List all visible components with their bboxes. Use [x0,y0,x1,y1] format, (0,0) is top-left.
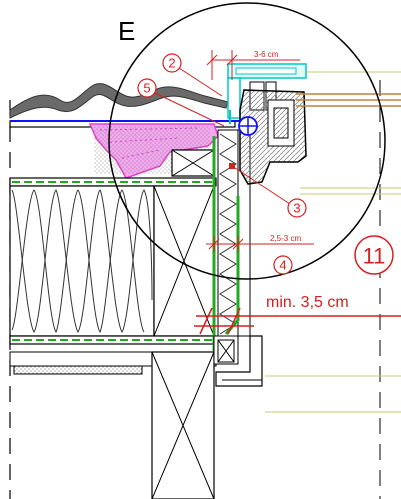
callout-5: 5 [143,81,150,96]
callout-2-circle [162,53,182,73]
insulation-loops [11,189,153,333]
detail-circle [108,2,386,280]
callout-3: 3 [293,201,300,216]
callout-4-circle [273,255,293,275]
insulation-bay [9,185,155,337]
lower-cladding [215,335,263,387]
dimension-mid-label: 2,5-3 cm [270,234,301,243]
callout-2: 2 [168,56,175,71]
plaster-layer [13,365,143,375]
fastener-symbol [238,116,258,136]
dimension-overlap-label: min. 3,5 cm [266,294,349,311]
detail-letter: E [118,16,135,46]
dimension-overlap [194,307,401,335]
callout-3-circle [287,198,307,218]
dimension-top [206,50,300,80]
callout-5-circle [137,78,157,98]
glazing [296,93,401,107]
roof-tile [9,83,229,119]
callout-4: 4 [279,258,286,273]
detail-number: 11 [363,244,386,269]
detail-number-circle [354,235,394,275]
dimension-top-label: 3-6 cm [254,50,279,59]
dimension-mid [206,236,314,252]
